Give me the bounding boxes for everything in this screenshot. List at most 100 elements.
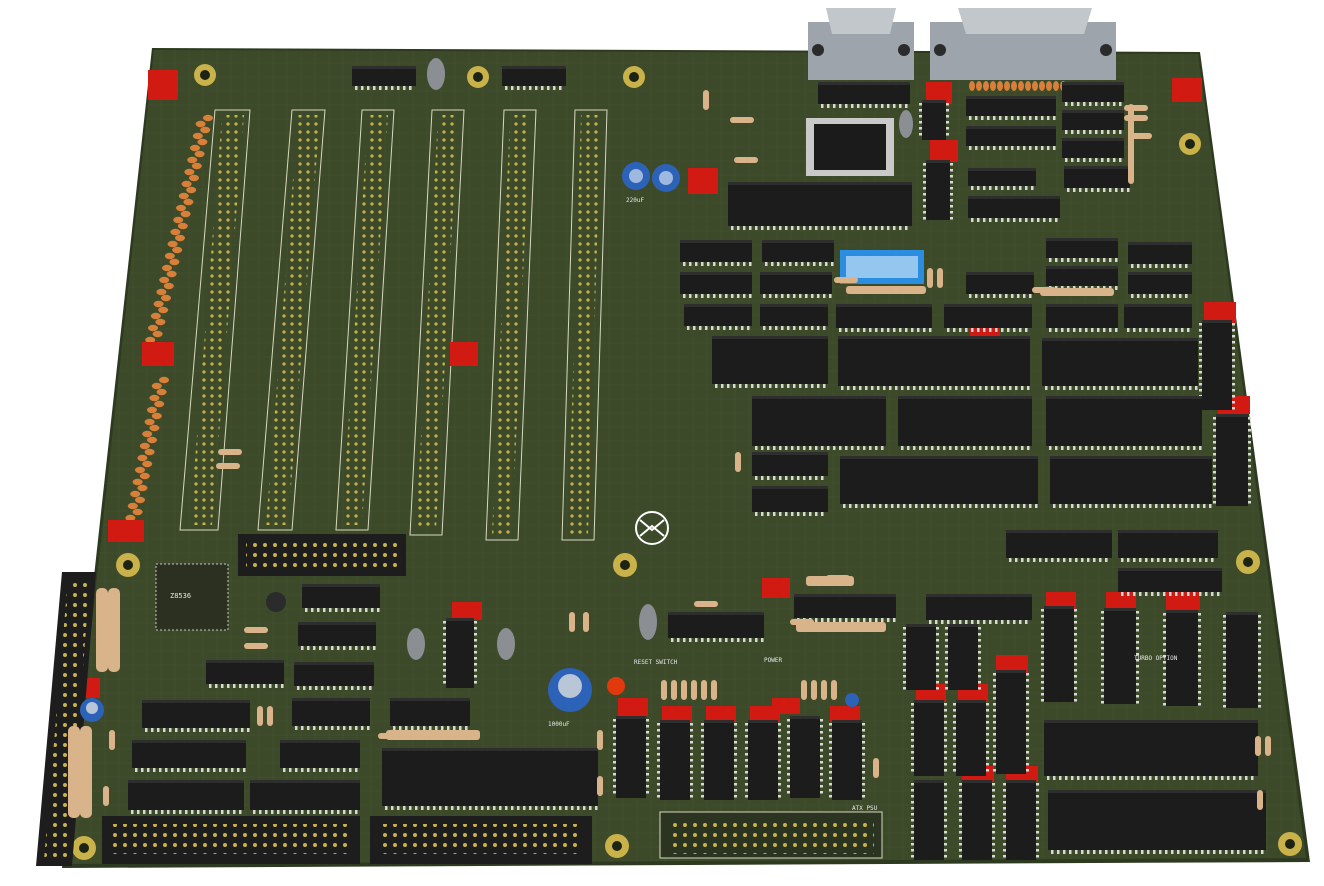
axial-resistor: [711, 680, 717, 700]
resistor-pack: [68, 726, 80, 818]
axial-resistor: [103, 786, 109, 806]
resistor-pack: [96, 588, 108, 672]
axial-resistor: [597, 730, 603, 750]
resistor-pack: [796, 622, 886, 632]
resistor-bead: [161, 294, 171, 302]
crystal: [639, 604, 657, 640]
axial-resistor: [701, 680, 707, 700]
axial-resistor: [109, 730, 115, 750]
resistor-bead: [191, 162, 202, 170]
dip-ic: [1050, 456, 1212, 508]
resistor-bead: [147, 406, 157, 414]
resistor-bead: [180, 210, 191, 218]
atx-psu-header: [659, 811, 883, 859]
resistor-bead: [139, 442, 150, 450]
ide-header-bottom-mid: [370, 816, 592, 864]
dip-ic: [762, 240, 834, 266]
crystal: [497, 628, 515, 660]
dip-ic: [680, 272, 752, 298]
axial-resistor: [244, 643, 268, 649]
resistor-bead: [151, 412, 162, 420]
electrolytic-capacitor: [652, 164, 680, 192]
dip-ic: [840, 456, 1038, 508]
resistor-bead: [194, 150, 205, 158]
resistor-bead: [1039, 81, 1045, 91]
resistor-bead: [144, 448, 155, 456]
dip-ic: [294, 662, 374, 690]
resistor-bead: [177, 222, 188, 230]
resistor-bead: [1004, 81, 1010, 91]
ide-header-top: [238, 534, 406, 576]
dip-ic: [836, 304, 932, 332]
axial-resistor: [671, 680, 677, 700]
resistor-bead: [175, 234, 185, 242]
dip-ic: [1006, 530, 1112, 562]
dip-ic: [502, 66, 566, 90]
dip-ic: [680, 240, 752, 266]
axial-resistor: [811, 680, 817, 700]
dip-ic: [280, 740, 360, 772]
axial-resistor: [1257, 790, 1263, 810]
resistor-pack: [846, 286, 926, 294]
dip-ic: [1003, 780, 1039, 860]
resistor-bead: [130, 490, 141, 498]
mounting-hole: [467, 66, 489, 88]
resistor-bead: [186, 186, 197, 194]
dip-ic: [760, 272, 832, 298]
jumper-header: [148, 70, 178, 100]
jumper-header: [688, 168, 718, 194]
axial-resistor: [681, 680, 687, 700]
expansion-slot: [257, 109, 326, 531]
dip-ic: [712, 336, 828, 388]
expansion-slot: [335, 109, 395, 531]
axial-resistor: [267, 706, 273, 726]
resistor-bead: [163, 282, 174, 290]
resistor-bead: [147, 436, 157, 444]
dip-ic: [968, 168, 1036, 190]
expansion-slot: [485, 109, 537, 541]
dip-ic: [1048, 790, 1266, 854]
dip-ic: [752, 396, 886, 450]
axial-resistor: [873, 758, 879, 778]
dip-ic: [1064, 166, 1130, 192]
dip-ic: [298, 622, 376, 650]
dip-ic: [923, 160, 953, 220]
dip-ic: [302, 584, 380, 612]
dip-ic: [787, 716, 823, 798]
dsub-connector-db9: [808, 8, 914, 80]
jumper-header: [1172, 78, 1202, 102]
axial-resistor: [1124, 105, 1148, 111]
jumper-header: [662, 706, 692, 722]
jumper-header: [108, 520, 144, 542]
expansion-slot: [409, 109, 465, 536]
resistor-bead: [983, 81, 989, 91]
dip-ic: [1101, 608, 1139, 704]
dip-ic: [1163, 610, 1201, 706]
jumper-header: [142, 342, 174, 366]
electrolytic-capacitor: [845, 693, 859, 707]
axial-resistor: [218, 449, 242, 455]
resistor-bead: [170, 228, 181, 236]
capacitor-label: 220uF: [626, 197, 644, 204]
resistor-pack: [806, 576, 854, 586]
axial-resistor: [1255, 736, 1261, 756]
resistor-bead: [184, 168, 195, 176]
electrolytic-capacitor: [622, 162, 650, 190]
dip-ic: [613, 716, 649, 798]
resistor-bead: [159, 276, 170, 284]
resistor-bead: [189, 174, 199, 182]
resistor-bead: [1053, 81, 1059, 91]
dip-ic: [966, 126, 1056, 150]
resistor-bead: [137, 454, 148, 462]
axial-resistor: [734, 157, 758, 163]
resistor-bead: [137, 484, 148, 492]
ide-header-bottom-left: [102, 816, 360, 864]
expansion-slots: [179, 109, 608, 541]
resistor-bead: [149, 424, 160, 432]
axial-resistor: [597, 776, 603, 796]
resistor-bead: [166, 270, 177, 278]
axial-resistor: [703, 90, 709, 110]
power-label: POWER: [764, 657, 782, 664]
resistor-bead: [169, 258, 180, 266]
mounting-hole: [613, 553, 637, 577]
